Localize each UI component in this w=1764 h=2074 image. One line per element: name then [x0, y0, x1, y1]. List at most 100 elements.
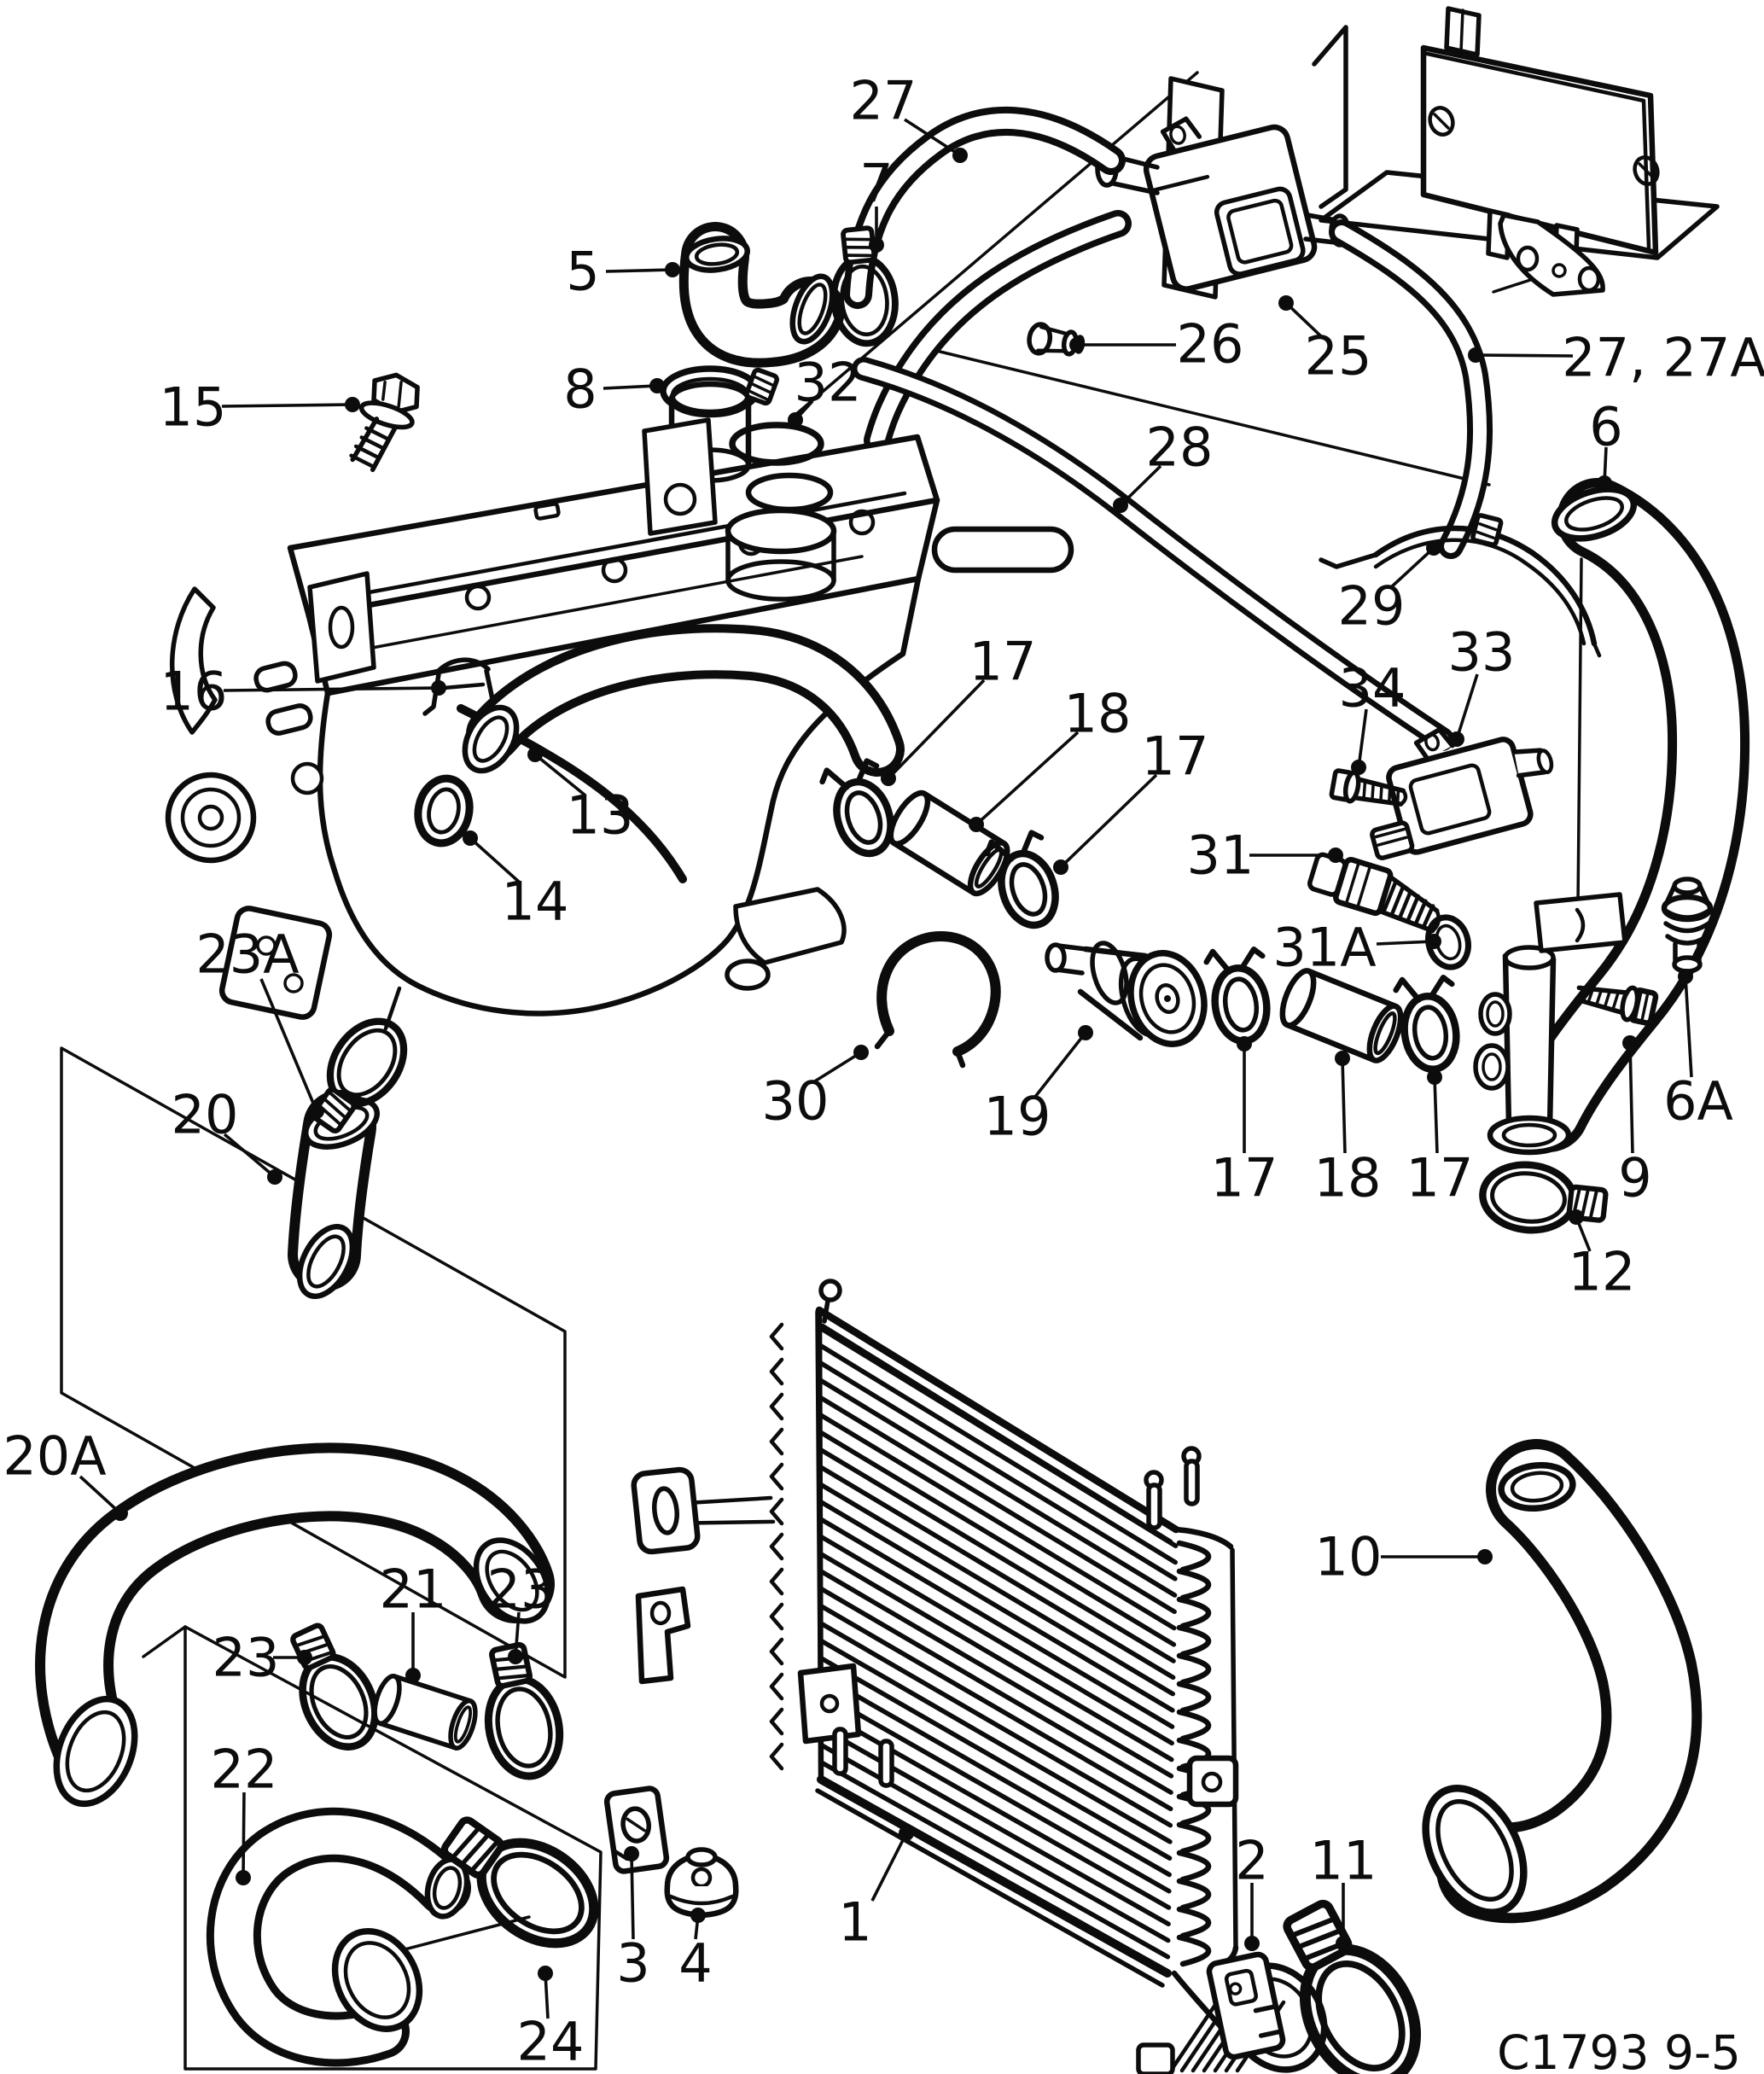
callout-4: 4: [678, 1908, 713, 1995]
charge-air-pipe-lower: [1473, 892, 1627, 1156]
callout-2: 2: [1235, 1830, 1269, 1951]
callout-dot-16: [431, 680, 446, 696]
hose-clamp-12: [1480, 1161, 1609, 1238]
callout-label-12: 12: [1569, 1241, 1636, 1303]
callout-label-17d: 17: [1406, 1147, 1474, 1209]
bypass-valve-19: [1045, 941, 1208, 1047]
hose-clamp-8: [660, 365, 779, 417]
callout-dot-31: [1328, 848, 1343, 863]
mounting-bracket: [1312, 6, 1720, 297]
callout-leader-18b: [1341, 1057, 1347, 1154]
callout-23R: 23: [487, 1558, 555, 1664]
callout-leader-17d: [1433, 1076, 1439, 1154]
callout-dot-26: [1069, 337, 1085, 352]
callout-label-6: 6: [1589, 396, 1622, 458]
callout-leader-22: [242, 1791, 246, 1879]
callout-17d: 17: [1406, 1069, 1474, 1209]
callout-leader-27: [904, 118, 961, 157]
callout-leader-25: [1284, 301, 1323, 338]
callout-dot-20: [267, 1169, 282, 1185]
callout-13: 13: [527, 747, 633, 847]
callout-label-9: 9: [1618, 1147, 1651, 1209]
callout-dot-7: [869, 237, 884, 253]
callout-dot-8: [649, 378, 665, 393]
callout-20: 20: [172, 1084, 282, 1185]
callout-8: 8: [563, 358, 665, 421]
callout-6A: 6A: [1663, 969, 1733, 1133]
callout-label-18b: 18: [1314, 1147, 1382, 1209]
grommet-4: [664, 1847, 739, 1919]
vacuum-hose-27: [843, 106, 1132, 454]
callout-dot-2: [1244, 1936, 1260, 1951]
callout-leader-17b: [1059, 773, 1158, 869]
callout-dot-12: [1569, 1209, 1584, 1225]
mount-bracket-lower: [635, 1586, 691, 1685]
callout-dot-19: [1078, 1025, 1093, 1040]
callout-dot-11: [1336, 1936, 1351, 1951]
callout-23A: 23A: [195, 923, 324, 1119]
callout-dot-31A: [1426, 934, 1441, 949]
callout-label-2: 2: [1235, 1830, 1268, 1892]
callout-27: 27: [850, 70, 968, 163]
seal-rings-32: [729, 422, 834, 513]
bracket-hole: [1633, 155, 1660, 186]
bolt-34: [1329, 768, 1408, 807]
callout-leader-33: [1455, 673, 1479, 740]
charge-air-hose-22: [206, 1807, 471, 2067]
callout-leader-8: [603, 384, 658, 390]
callout-label-13: 13: [567, 784, 634, 847]
callout-34: 34: [1339, 657, 1406, 775]
vacuum-hose-27a: [1329, 219, 1493, 559]
callout-label-14: 14: [502, 871, 569, 933]
callout-label-17c: 17: [1211, 1147, 1278, 1209]
callout-17b: 17: [1053, 725, 1208, 875]
callout-dot-22: [236, 1870, 251, 1885]
rubber-plug-6a: [1661, 877, 1714, 974]
callout-28: 28: [1113, 417, 1213, 513]
callout-dot-17c: [1237, 1036, 1252, 1052]
callout-label-23L: 23: [212, 1627, 280, 1689]
callout-dot-20A: [113, 1506, 128, 1521]
callout-dot-33: [1449, 731, 1464, 747]
callout-leader-3: [630, 1853, 635, 1940]
bracket-hole: [1428, 106, 1455, 137]
callout-dot-1: [899, 1826, 914, 1841]
callout-label-17a: 17: [969, 631, 1037, 693]
callout-label-7: 7: [859, 153, 893, 215]
callout-leader-20: [223, 1133, 277, 1179]
callout-24: 24: [517, 1966, 584, 2073]
callout-label-25: 25: [1305, 325, 1372, 387]
callout-9: 9: [1618, 1035, 1652, 1209]
callout-dot-34: [1351, 760, 1366, 775]
callout-label-23R: 23: [487, 1558, 555, 1621]
flange-screw-15: [349, 372, 420, 473]
charge-air-hose-10: [1422, 1439, 1703, 1924]
group-panel-hose-22: [183, 1625, 603, 2071]
elbow-hose-5: [678, 222, 845, 368]
callout-dot-3: [624, 1846, 639, 1861]
callout-dot-14: [463, 830, 478, 846]
group-panel-hose-20: [60, 1046, 567, 1679]
callout-leader-34: [1357, 708, 1368, 768]
callout-dot-15: [345, 397, 360, 412]
callout-label-34: 34: [1339, 657, 1406, 719]
callout-dot-18a: [969, 817, 984, 832]
callout-17c: 17: [1211, 1036, 1278, 1209]
callout-label-22: 22: [211, 1739, 278, 1801]
callout-label-27: 27: [850, 70, 917, 132]
callout-29: 29: [1338, 540, 1441, 638]
callout-label-31A: 31A: [1272, 917, 1376, 979]
callout-label-31: 31: [1187, 824, 1255, 887]
lift-bracket: [307, 571, 376, 684]
callout-31A: 31A: [1272, 917, 1441, 979]
callout-leader-14: [469, 836, 521, 884]
callout-dot-4: [690, 1908, 706, 1923]
callout-label-20A: 20A: [3, 1425, 106, 1488]
hose-piece-21: [370, 1673, 480, 1751]
callout-19: 19: [984, 1025, 1093, 1148]
callout-leader-9: [1628, 1042, 1634, 1154]
callout-15: 15: [160, 376, 360, 439]
callout-dot-23A: [309, 1104, 324, 1119]
